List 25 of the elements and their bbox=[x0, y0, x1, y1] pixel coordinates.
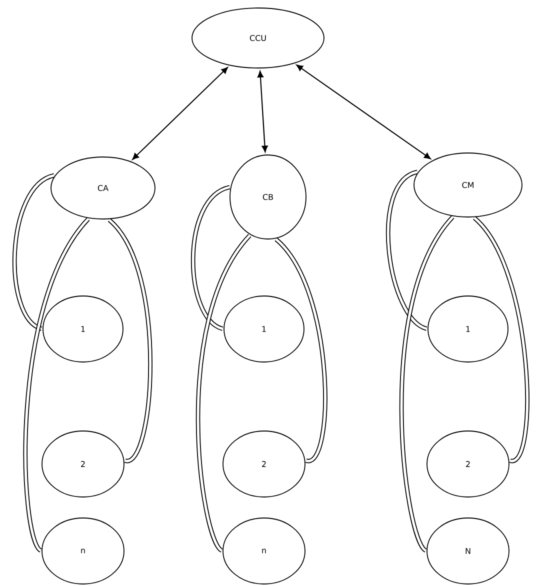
curved-connector bbox=[190, 185, 230, 331]
ellipse-node: N bbox=[426, 518, 510, 584]
ellipse-node: 2 bbox=[426, 430, 510, 498]
ellipse-node: n bbox=[222, 518, 306, 584]
curved-connector bbox=[23, 218, 90, 552]
ellipse-node: CCU bbox=[192, 8, 324, 68]
curved-connector bbox=[196, 234, 252, 552]
ellipse-node: 1 bbox=[42, 296, 124, 362]
ellipse-node: n bbox=[42, 518, 124, 584]
curved-connector bbox=[399, 216, 454, 552]
ellipse-node: 1 bbox=[428, 296, 508, 362]
curved-connector bbox=[472, 216, 530, 463]
ellipse-node: 1 bbox=[224, 296, 304, 362]
curved-connector bbox=[386, 170, 428, 331]
curved-connector bbox=[108, 218, 152, 463]
double-arrow bbox=[296, 64, 431, 160]
ellipse-node: CM bbox=[414, 152, 522, 218]
double-arrow bbox=[132, 67, 228, 160]
double-arrow bbox=[257, 70, 268, 152]
ellipse-node: 2 bbox=[222, 430, 306, 498]
ellipse-node: 2 bbox=[42, 430, 124, 498]
curved-connector bbox=[12, 173, 55, 331]
ellipse-node: CA bbox=[50, 156, 156, 220]
curved-connector bbox=[274, 238, 328, 463]
ellipse-node: CB bbox=[230, 154, 306, 240]
